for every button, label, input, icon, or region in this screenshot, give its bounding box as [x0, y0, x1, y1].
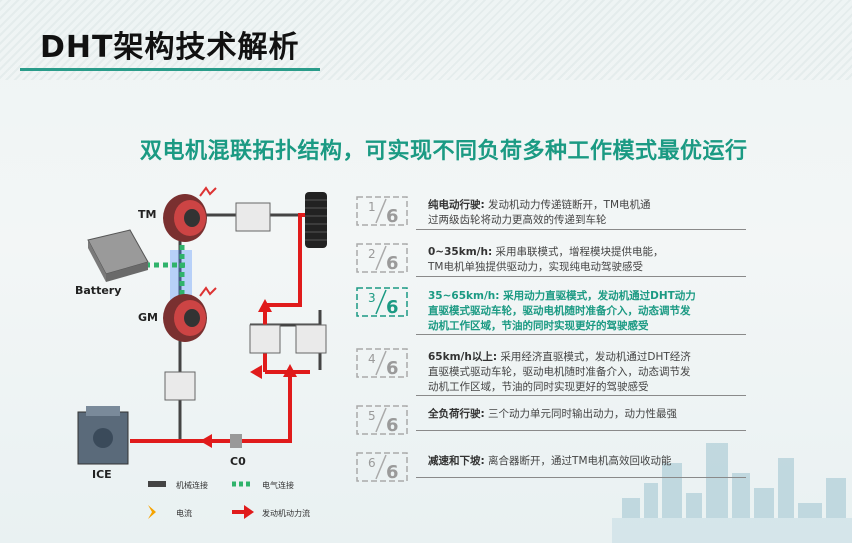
legend-current-glyph [148, 505, 156, 519]
mode-description: 35~65km/h: 采用动力直驱模式，发动机通过DHT动力直驱模式驱动车轮，驱… [428, 289, 696, 334]
mode-text-line: TM电机单独提供驱动力，实现纯电动驾驶感受 [428, 261, 643, 273]
mode-divider [416, 395, 746, 396]
mode-description: 减速和下坡: 离合器断开，通过TM电机高效回收动能 [428, 454, 672, 469]
mode-divider [416, 430, 746, 431]
mode-denominator: 6 [386, 206, 399, 226]
mode-description: 全负荷行驶: 三个动力单元同时输出动力，动力性最强 [428, 407, 677, 422]
mode-text-line: 采用串联模式，增程模块提供电能， [492, 246, 664, 258]
legend-engine-flow-glyph [232, 505, 254, 519]
legend-engine-flow: 发动机动力流 [262, 509, 310, 518]
gm-motor-image [163, 286, 217, 342]
ice-label: ICE [92, 468, 112, 481]
battery-label: Battery [75, 284, 122, 297]
arrow-left [250, 365, 262, 379]
title-underline [20, 68, 320, 71]
mode-text-line: 发动机动力传递链断开，TM电机通 [484, 199, 651, 211]
header-pattern [0, 0, 852, 80]
battery-image [87, 229, 149, 282]
mode-description: 65km/h以上: 采用经济直驱模式，发动机通过DHT经济直驱模式驱动车轮，驱动… [428, 350, 691, 395]
mode-description: 0~35km/h: 采用串联模式，增程模块提供电能， TM电机单独提供驱动力，实现… [428, 245, 664, 275]
mode-number: 6 [368, 456, 376, 470]
mode-text-line: 三个动力单元同时输出动力，动力性最强 [484, 408, 678, 420]
legend-current: 电流 [176, 509, 192, 518]
ice-engine-image [77, 406, 129, 465]
mode-key: 35~65km/h: [428, 290, 500, 302]
c0-label: C0 [230, 455, 246, 468]
mode-divider [416, 477, 746, 478]
wheel-image [305, 192, 327, 248]
mode-text-line: 直驱模式驱动车轮，驱动电机随时准备介入，动态调节发 [428, 305, 691, 317]
mode-number: 2 [368, 247, 376, 261]
page-title: DHT架构技术解析 [40, 30, 300, 65]
mode-key: 0~35km/h: [428, 246, 493, 258]
legend-mechanical-glyph [148, 481, 166, 487]
mode-divider [416, 276, 746, 277]
c0-clutch [230, 434, 242, 448]
mode-denominator: 6 [386, 253, 399, 273]
mode-number: 4 [368, 352, 376, 366]
legend-mechanical: 机械连接 [176, 481, 208, 490]
mode-key: 全负荷行驶: [428, 408, 485, 420]
engine-flow-main [130, 370, 292, 443]
mode-denominator: 6 [386, 297, 399, 317]
mode-text-line: 动机工作区域，节油的同时实现更好的驾驶感受 [428, 381, 649, 393]
mode-denominator: 6 [386, 358, 399, 378]
mode-divider [416, 334, 746, 335]
mode-text-line: 采用动力直驱模式，发动机通过DHT动力 [499, 290, 696, 302]
mode-divider [416, 229, 746, 230]
arrow-up-left [258, 299, 272, 312]
arrow-up [283, 364, 297, 377]
legend-electrical: 电气连接 [262, 481, 294, 490]
gm-label: GM [138, 311, 158, 324]
city-skyline-image [612, 443, 852, 543]
mode-number: 1 [368, 200, 376, 214]
mode-denominator: 6 [386, 462, 399, 482]
mode-number: 5 [368, 409, 376, 423]
tm-motor-image [163, 186, 217, 242]
mode-key: 减速和下坡: [428, 455, 485, 467]
subtitle: 双电机混联拓扑结构，可实现不同负荷多种工作模式最优运行 [140, 139, 748, 164]
gear-images [164, 202, 327, 401]
mode-key: 65km/h以上: [428, 351, 498, 363]
mode-key: 纯电动行驶: [428, 199, 485, 211]
mode-text-line: 直驱模式驱动车轮，驱动电机随时准备介入，动态调节发 [428, 366, 691, 378]
mode-denominator: 6 [386, 415, 399, 435]
mode-text-line: 过两级齿轮将动力更高效的传递到车轮 [428, 214, 607, 226]
mode-description: 纯电动行驶: 发动机动力传递链断开，TM电机通过两级齿轮将动力更高效的传递到车轮 [428, 198, 651, 228]
mode-text-line: 采用经济直驱模式，发动机通过DHT经济 [497, 351, 691, 363]
arrow-left-bottom [200, 434, 212, 448]
tm-label: TM [138, 208, 157, 221]
mode-text-line: 离合器断开，通过TM电机高效回收动能 [484, 455, 672, 467]
mode-number: 3 [368, 291, 376, 305]
mode-text-line: 动机工作区域，节油的同时实现更好的驾驶感受 [428, 320, 649, 332]
